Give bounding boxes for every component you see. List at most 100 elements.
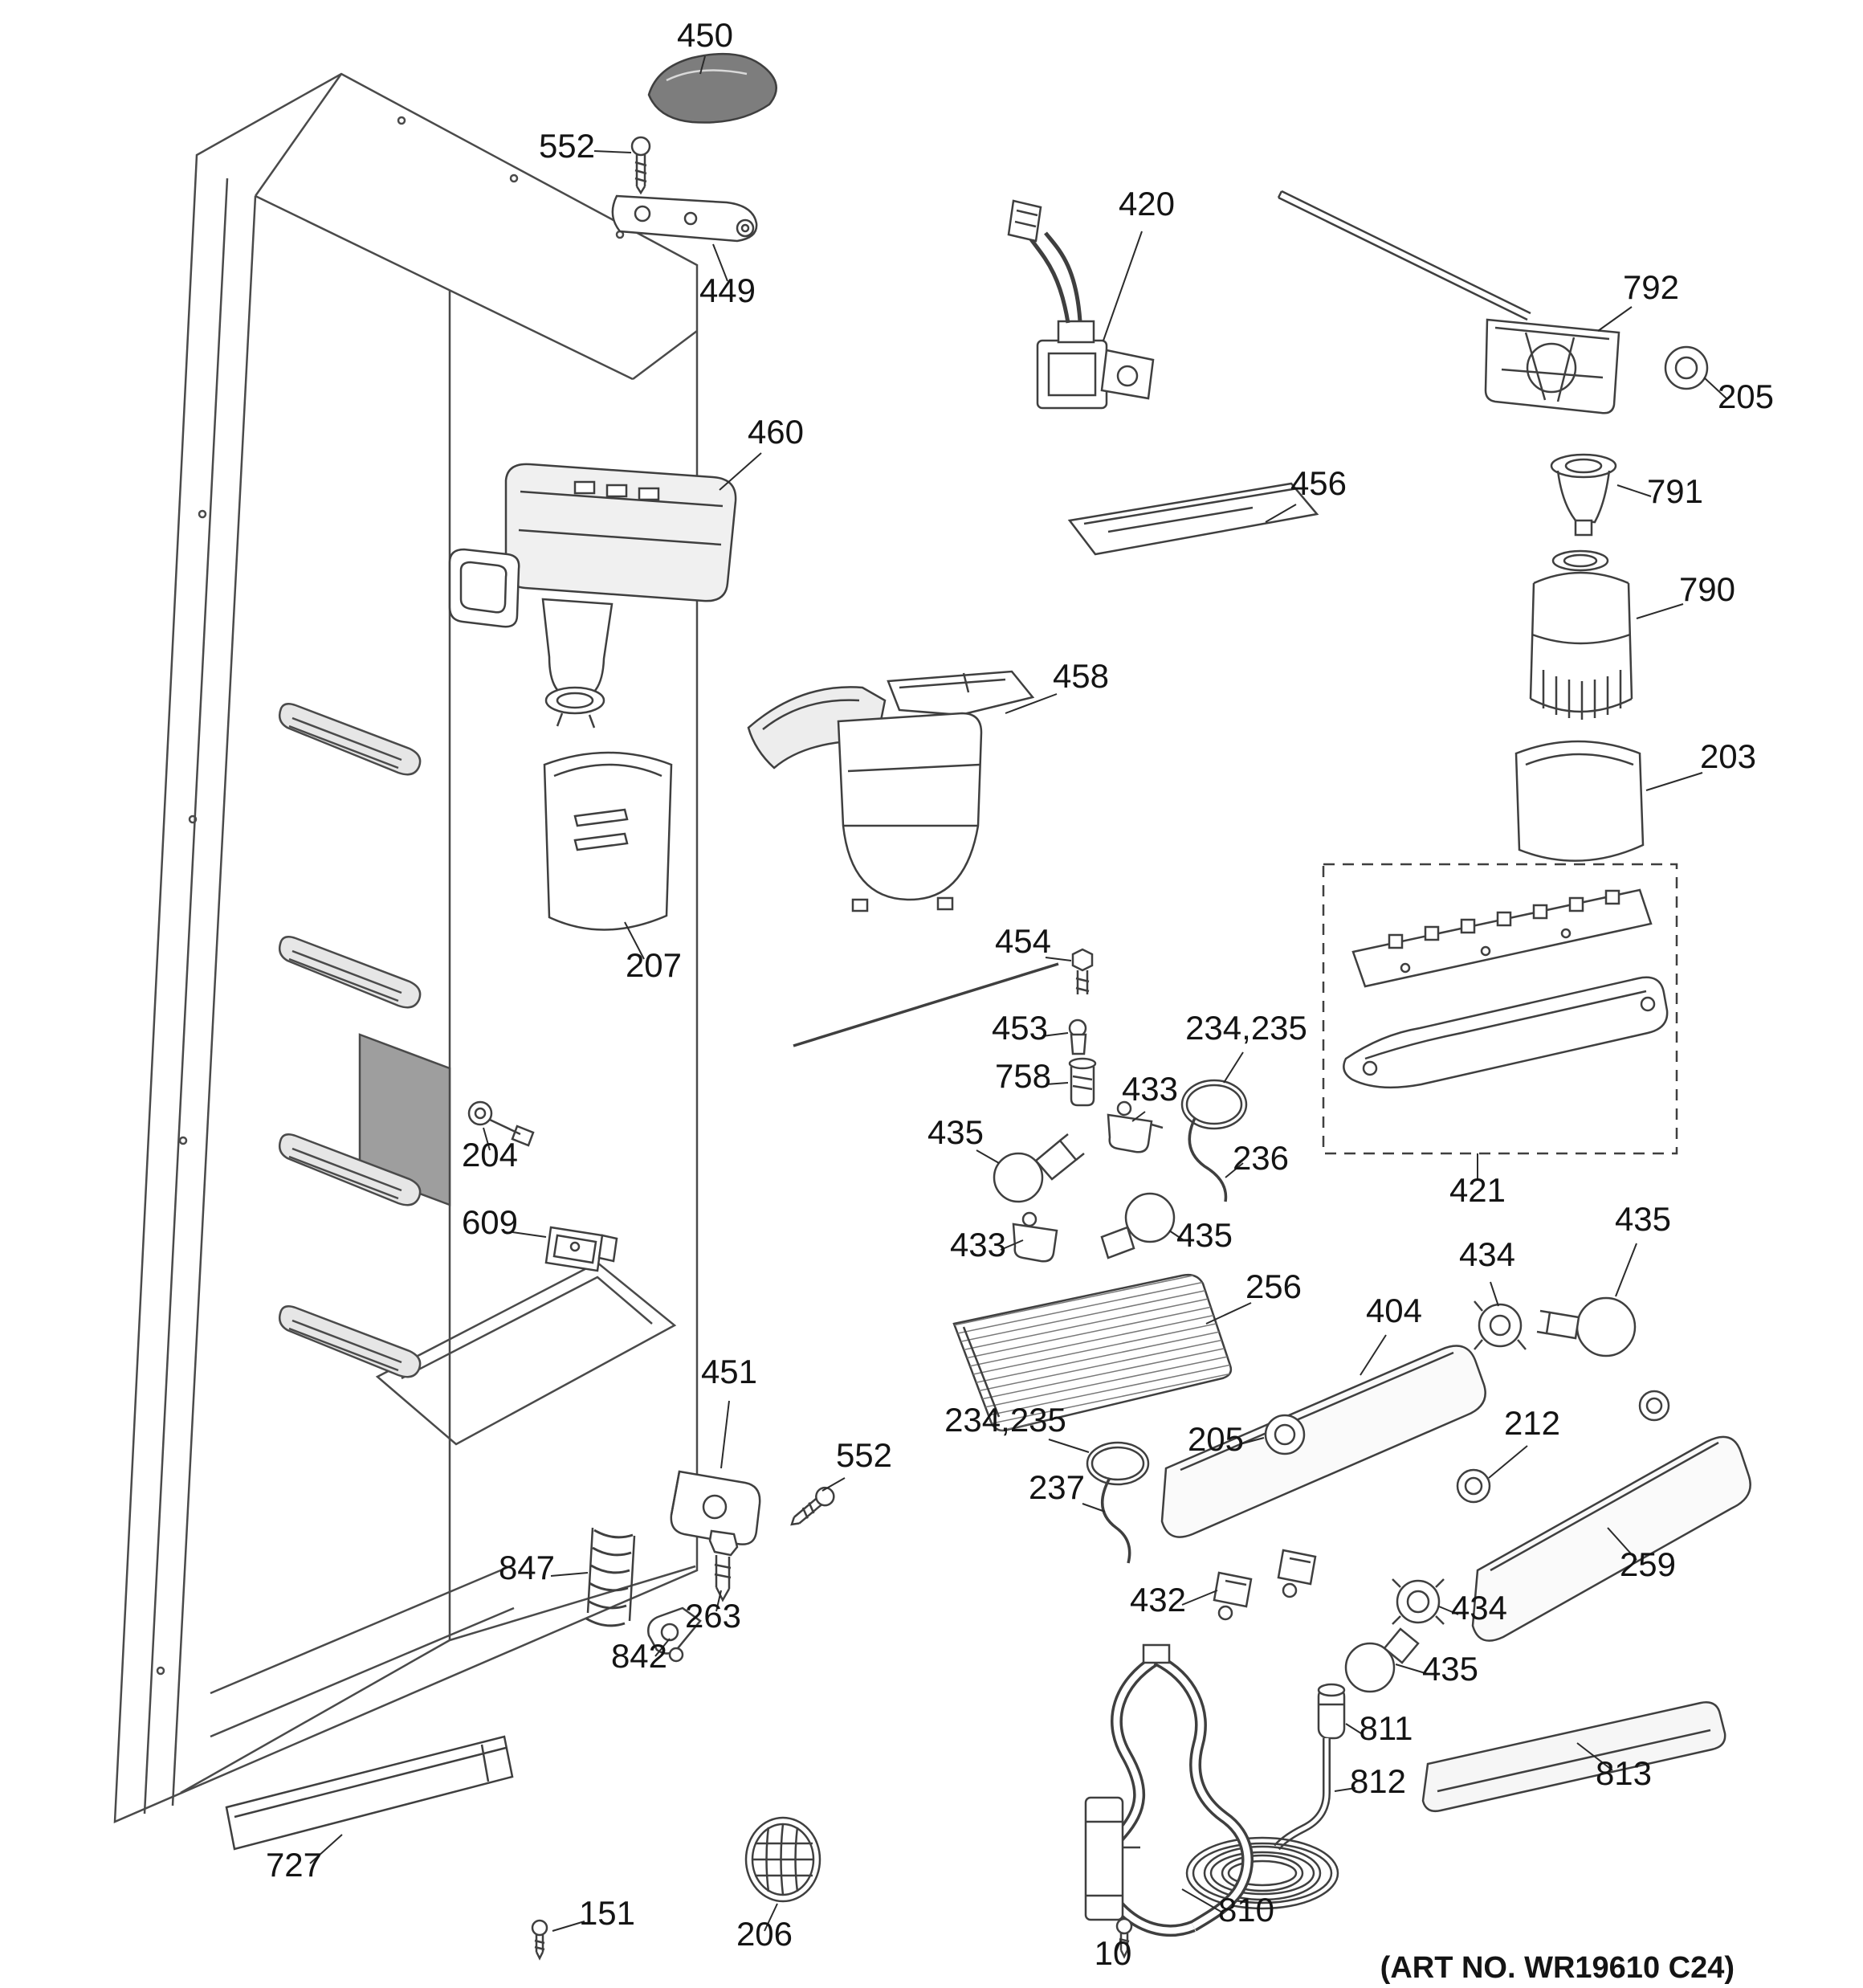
part-234-235-oring-left (1086, 1441, 1150, 1486)
part-203-filter-cover (1514, 740, 1645, 862)
part-458-duct (747, 670, 1035, 912)
callout-151: 151 (579, 1894, 635, 1932)
leader-205-mid (1239, 1437, 1265, 1445)
callout-609: 609 (462, 1203, 518, 1241)
callout-labels: 450 552 449 420 792 205 791 790 203 460 … (266, 16, 1774, 1972)
leader-433-lower (1000, 1239, 1024, 1251)
part-460-air-duct-assembly (448, 463, 737, 729)
leader-847 (550, 1572, 589, 1577)
part-263-valve-stem (708, 1529, 739, 1602)
shelf-support-ledges (279, 702, 422, 1378)
part-792-filter-holder (1277, 190, 1620, 414)
callout-10: 10 (1095, 1934, 1132, 1972)
callout-433-upper: 433 (1122, 1070, 1178, 1108)
part-434-socket-upper-right (1474, 1300, 1527, 1350)
leader-203 (1645, 772, 1703, 791)
leader-811 (1345, 1723, 1364, 1736)
part-811-tube (1317, 1683, 1346, 1740)
leader-842 (654, 1638, 671, 1657)
leader-435-right (1615, 1243, 1637, 1297)
leader-460 (719, 452, 762, 491)
part-758-plug (1068, 1057, 1097, 1107)
callout-811: 811 (1360, 1709, 1413, 1747)
leader-434-lower (1438, 1606, 1459, 1615)
callout-207: 207 (626, 946, 682, 984)
callout-454: 454 (995, 922, 1051, 960)
part-727-kick-plate (225, 1735, 514, 1851)
leader-435-bottom (1395, 1663, 1429, 1675)
callout-449: 449 (699, 271, 756, 309)
leader-207 (624, 921, 645, 960)
part-842-lever (647, 1606, 702, 1663)
leader-812 (1334, 1787, 1356, 1792)
part-813-tray (1421, 1701, 1726, 1812)
leader-552-top (593, 150, 632, 153)
part-207-shield (543, 751, 673, 931)
part-256-shelf (952, 1273, 1233, 1432)
leader-212 (1488, 1445, 1528, 1479)
leader-454 (1045, 957, 1072, 961)
part-205-grommet-mid (1264, 1414, 1306, 1455)
callout-204: 204 (462, 1136, 518, 1174)
callout-847: 847 (499, 1549, 555, 1586)
leader-456 (1265, 504, 1297, 523)
callout-435-right: 435 (1615, 1200, 1671, 1238)
leader-451 (720, 1400, 730, 1469)
callout-434-upper: 434 (1459, 1235, 1515, 1273)
part-433-socket-lower (1012, 1211, 1058, 1263)
part-259-cover (1471, 1435, 1751, 1642)
part-151-screw (531, 1919, 548, 1961)
callout-450: 450 (677, 16, 733, 54)
part-435-bulb-bottom (1344, 1627, 1420, 1693)
callout-205-right: 205 (1718, 378, 1774, 415)
leader-790 (1636, 603, 1684, 619)
callout-758: 758 (995, 1057, 1051, 1095)
callout-435-bottom: 435 (1422, 1650, 1478, 1688)
ice-duct-recess (358, 1033, 451, 1206)
part-421-control-assembly (1322, 863, 1678, 1155)
leader-609 (512, 1231, 547, 1238)
leader-435-left (976, 1149, 1000, 1164)
leader-237 (1082, 1503, 1106, 1512)
part-237-wire (1100, 1477, 1131, 1564)
leader-727 (309, 1834, 343, 1864)
part-234-235-oring-right (1180, 1079, 1248, 1130)
part-236-wire (1188, 1117, 1228, 1202)
leader-552-mid (821, 1477, 846, 1492)
leader-450 (699, 55, 706, 75)
part-404-cover (1160, 1345, 1486, 1538)
leader-234-235-right (1223, 1051, 1244, 1084)
leader-458 (1005, 693, 1058, 714)
leader-lines (309, 55, 1727, 1953)
part-10-screw (1115, 1917, 1133, 1959)
part-451-bracket (670, 1470, 761, 1545)
leader-256 (1205, 1302, 1252, 1325)
leader-205-right (1703, 377, 1727, 399)
callout-432: 432 (1130, 1581, 1186, 1619)
callout-792: 792 (1623, 268, 1679, 306)
callout-552-top: 552 (539, 127, 595, 165)
leader-810 (1181, 1888, 1225, 1914)
leader-433-upper (1131, 1111, 1146, 1122)
callout-434-lower: 434 (1451, 1589, 1507, 1627)
part-434-socket-lower-right (1392, 1578, 1445, 1625)
leader-420 (1103, 231, 1143, 341)
leader-792 (1597, 306, 1633, 332)
part-450-hinge-cover (647, 52, 777, 124)
callout-810: 810 (1218, 1891, 1274, 1929)
leader-259 (1607, 1527, 1637, 1561)
part-204-stud (467, 1100, 535, 1147)
leader-813 (1576, 1742, 1613, 1771)
leader-234-235-left (1048, 1439, 1090, 1453)
refrigerator-cabinet (113, 72, 699, 1823)
leader-263 (715, 1590, 722, 1612)
part-449-hinge-bracket (611, 194, 758, 243)
leader-236 (1225, 1162, 1244, 1178)
callout-236: 236 (1233, 1139, 1289, 1177)
part-206-grille (744, 1816, 821, 1903)
callout-259: 259 (1620, 1545, 1676, 1583)
part-433-socket-upper (1107, 1100, 1164, 1153)
art-number: (ART NO. WR19610 C24) (1380, 1951, 1735, 1985)
part-432-clips (1213, 1549, 1317, 1621)
